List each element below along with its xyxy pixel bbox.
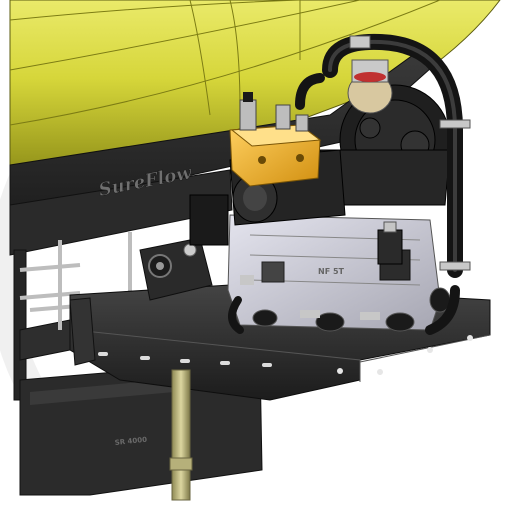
housing-stamp: NF 5T [318,267,345,276]
filter-cap [377,221,403,265]
hose-clamps [349,35,471,271]
frame-stamp: SR 4000 [114,436,147,447]
pump-fittings [240,275,451,332]
support-rods [19,232,132,330]
hoses [228,33,463,335]
diaphragm-pump [319,59,451,206]
control-manifold [229,92,322,187]
bracket-slots [98,352,272,367]
pivot-arm [139,237,213,301]
frame-rail [9,49,441,256]
bracket-bolts [337,335,473,375]
drive-shaft [169,369,193,501]
